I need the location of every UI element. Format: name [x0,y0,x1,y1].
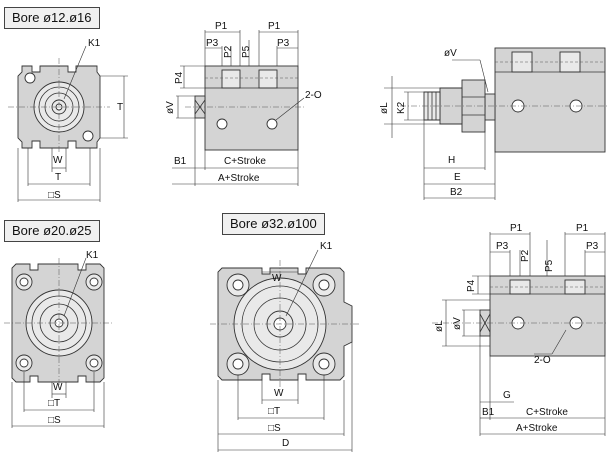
phi-l-large-label: øL [434,320,445,332]
b2-label: B2 [450,187,463,198]
p1-right-large-label: P1 [576,223,589,234]
t-horizontal-label: T [55,172,61,183]
t-vertical-label: T [117,102,123,113]
p1-left-label: P1 [215,21,228,32]
p2-label: P2 [223,45,234,58]
a-stroke-large-label: A+Stroke [516,423,558,434]
w-medium-label: W [53,382,63,393]
p3-right-label: P3 [277,38,290,49]
sq-t-medium-label: □T [48,398,60,409]
sq-s-label: □S [48,190,61,201]
c-stroke-label: C+Stroke [224,156,266,167]
phi-l-label: øL [379,102,390,114]
b1-large-label: B1 [482,407,495,418]
k1-large-label: K1 [320,241,333,252]
phi-v-label: øV [165,101,176,114]
h-label: H [448,155,455,166]
g-label: G [503,390,511,401]
bore-large-title: Bore ø32.ø100 [222,213,325,235]
w-label: W [53,155,63,166]
p5-label: P5 [241,45,252,58]
c-stroke-large-label: C+Stroke [526,407,568,418]
medium-bore-front-view: K1 W □T □S [4,250,114,428]
p4-label: P4 [174,71,185,84]
k1-medium-label: K1 [86,250,99,261]
k1-label: K1 [88,38,101,49]
bore-small-title: Bore ø12.ø16 [4,7,100,29]
p1-right-label: P1 [268,21,281,32]
a-stroke-label: A+Stroke [218,173,260,184]
small-bore-front-view: K1 T W T □S [8,38,128,202]
p2-large-label: P2 [520,249,531,262]
sq-s-medium-label: □S [48,415,61,426]
p3-left-label: P3 [206,38,219,49]
sq-t-large-label: □T [268,406,280,417]
b1-label: B1 [174,156,187,167]
w-top-large-label: W [272,273,282,284]
rod-end-side-view: øV øL K2 H E B2 [379,47,608,200]
small-bore-side-view: P1 P1 P3 P3 P2 P5 P4 øV 2-O B1 C+Stroke … [165,21,322,186]
large-bore-front-view: K1 W W □T □S D [210,241,360,452]
k2-label: K2 [396,101,407,114]
d-label: D [282,438,289,449]
p1-left-large-label: P1 [510,223,523,234]
two-o-large-label: 2-O [534,355,551,366]
phi-v-rod-label: øV [444,48,457,59]
phi-v-large-label: øV [452,317,463,330]
p3-left-large-label: P3 [496,241,509,252]
two-o-label: 2-O [305,90,322,101]
p3-right-large-label: P3 [586,241,599,252]
e-label: E [454,172,461,183]
w-large-label: W [274,388,284,399]
p4-large-label: P4 [466,279,477,292]
sq-s-large-label: □S [268,423,281,434]
bore-medium-title: Bore ø20.ø25 [4,220,100,242]
large-bore-side-view: P1 P1 P3 P3 P2 P5 P4 øL øV 2-O G B1 C+St… [432,223,608,436]
p5-large-label: P5 [544,259,555,272]
